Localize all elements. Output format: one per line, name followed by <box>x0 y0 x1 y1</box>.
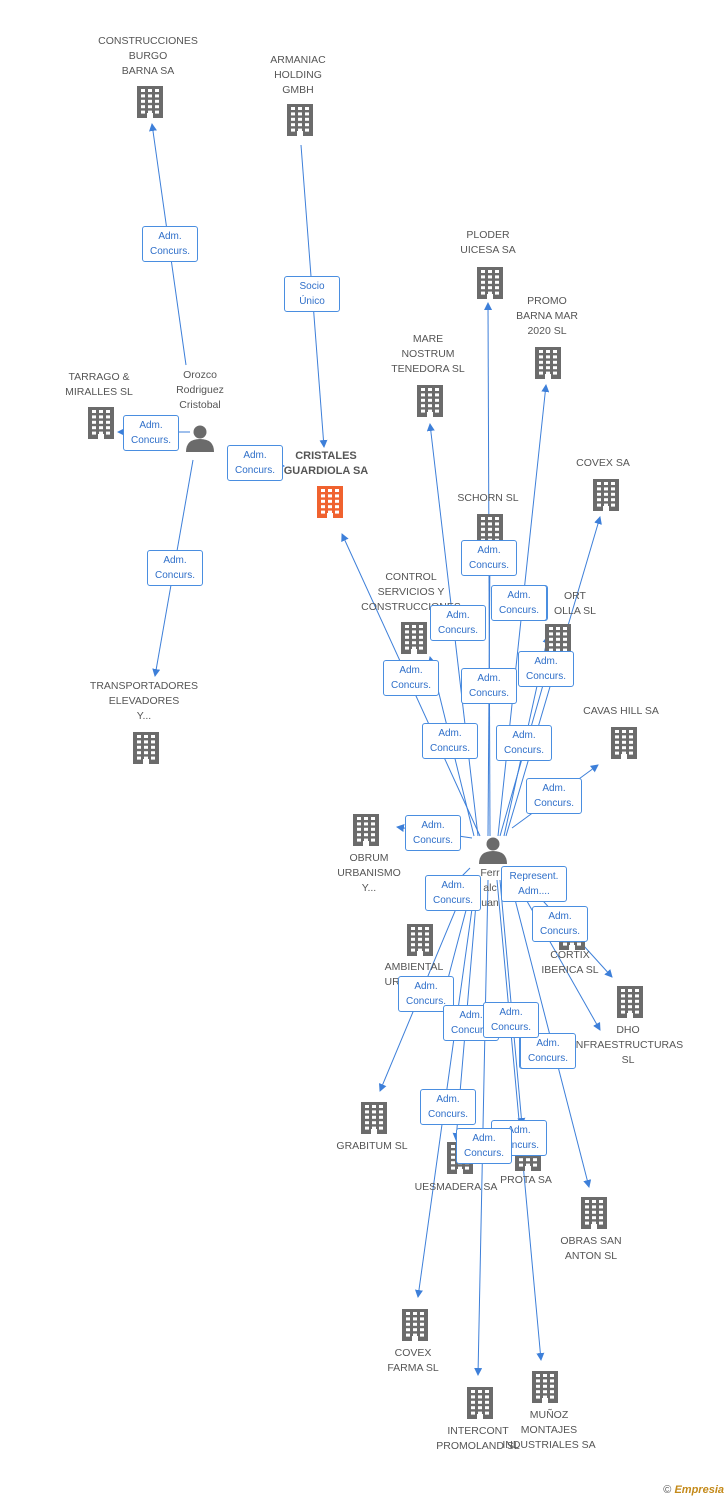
company-label-covex-farma[interactable]: COVEX FARMA SL <box>387 1347 439 1374</box>
person-label-orozco[interactable]: Orozco Rodriguez Cristobal <box>176 369 224 411</box>
relation-label-ferrer-to-cortix[interactable]: Represent. Adm.... <box>501 866 567 902</box>
relation-label-orozco-to-construcciones-burgo[interactable]: Adm. Concurs. <box>142 226 198 262</box>
relation-label-ferrer-to-obras-san-anton[interactable]: Adm. Concurs. <box>520 1033 576 1069</box>
company-label-intercont[interactable]: INTERCONT PROMOLAND SL <box>436 1425 520 1452</box>
relation-label-ferrer-to-uesmadera[interactable]: Adm. Concurs. <box>420 1089 476 1125</box>
edge-ferrer-to-dho <box>514 879 601 1031</box>
company-label-ploder[interactable]: PLODER UICESA SA <box>460 229 516 256</box>
building-icon-armaniac[interactable] <box>287 104 313 136</box>
company-label-construcciones-burgo[interactable]: CONSTRUCCIONES BURGO BARNA SA <box>98 35 198 77</box>
relation-label-ferrer-to-grabitum[interactable]: Adm. Concurs. <box>398 976 454 1012</box>
building-icon-ploder[interactable] <box>477 267 503 299</box>
relation-label-ferrer-to-cavas-hill[interactable]: Adm. Concurs. <box>526 778 582 814</box>
building-icon-control-servicios[interactable] <box>401 622 427 654</box>
company-label-prota[interactable]: PROTA SA <box>500 1174 552 1186</box>
company-label-obras-san-anton[interactable]: OBRAS SAN ANTON SL <box>560 1235 622 1262</box>
relation-label-ferrer-to-ploder[interactable]: Adm. Concurs. <box>461 540 517 576</box>
company-label-tarrago[interactable]: TARRAGO & MIRALLES SL <box>65 371 133 398</box>
relation-label-orozco-to-tarrago[interactable]: Adm. Concurs. <box>123 415 179 451</box>
relation-label-ferrer-to-ambiental[interactable]: Adm. Concurs. <box>425 875 481 911</box>
edge-ferrer-to-intercont <box>474 879 489 1376</box>
relation-label-armaniac-to-cristales[interactable]: Socio Único <box>284 276 340 312</box>
relation-label-orozco-to-cristales[interactable]: Adm. Concurs. <box>227 445 283 481</box>
relation-label-ferrer-to-ambiental[interactable]: Adm. Concurs. <box>532 906 588 942</box>
company-label-promo-barna[interactable]: PROMO BARNA MAR 2020 SL <box>516 295 578 337</box>
footer: © Empresia <box>663 1484 724 1496</box>
building-icon-obrum[interactable] <box>353 814 379 846</box>
company-label-dho[interactable]: DHO INFRAESTRUCTURAS SL <box>572 1024 684 1066</box>
company-label-cortix[interactable]: CORTIX IBERICA SL <box>541 949 599 976</box>
building-icon-grabitum[interactable] <box>361 1102 387 1134</box>
relation-label-ferrer-to-ort-olla[interactable]: Adm. Concurs. <box>491 585 547 621</box>
company-label-cristales[interactable]: CRISTALES GUARDIOLA SA <box>283 450 369 477</box>
company-label-ort-olla[interactable]: ORT OLLA SL <box>553 590 597 617</box>
relation-label-ferrer-to-obrum[interactable]: Adm. Concurs. <box>405 815 461 851</box>
building-icon-tarrago[interactable] <box>88 407 114 439</box>
building-icon-cavas-hill[interactable] <box>611 727 637 759</box>
company-label-covex[interactable]: COVEX SA <box>576 457 630 469</box>
company-label-armaniac[interactable]: ARMANIAC HOLDING GMBH <box>270 54 326 96</box>
person-icon-orozco[interactable] <box>186 425 214 453</box>
relation-label-ferrer-to-covex[interactable]: Adm. Concurs. <box>518 651 574 687</box>
building-icon-transportadores[interactable] <box>133 732 159 764</box>
company-label-obrum[interactable]: OBRUM URBANISMO Y... <box>337 852 401 894</box>
building-icon-covex-farma[interactable] <box>402 1309 428 1341</box>
building-icon-mare-nostrum[interactable] <box>417 385 443 417</box>
copyright-icon: © <box>663 1484 672 1496</box>
building-icon-dho[interactable] <box>617 986 643 1018</box>
building-icon-cristales[interactable] <box>317 486 343 518</box>
building-icon-obras-san-anton[interactable] <box>581 1197 607 1229</box>
company-label-mare-nostrum[interactable]: MARE NOSTRUM TENEDORA SL <box>391 333 465 375</box>
building-icon-promo-barna[interactable] <box>535 347 561 379</box>
company-label-uesmadera[interactable]: UESMADERA SA <box>414 1181 498 1193</box>
company-label-grabitum[interactable]: GRABITUM SL <box>336 1140 408 1152</box>
relation-label-ferrer-to-ort-olla[interactable]: Adm. Concurs. <box>496 725 552 761</box>
building-icon-munoz[interactable] <box>532 1371 558 1403</box>
relation-label-ferrer-to-schorn[interactable]: Adm. Concurs. <box>461 668 517 704</box>
building-icon-construcciones-burgo[interactable] <box>137 86 163 118</box>
relation-label-orozco-to-transportadores[interactable]: Adm. Concurs. <box>147 550 203 586</box>
company-label-schorn[interactable]: SCHORN SL <box>457 492 519 504</box>
company-label-munoz[interactable]: MUÑOZ MONTAJES INDUSTRIALES SA <box>502 1409 596 1451</box>
relation-label-ferrer-to-munoz[interactable]: Adm. Concurs. <box>483 1002 539 1038</box>
brand-logo[interactable]: Empresia <box>674 1484 724 1496</box>
relation-label-ferrer-to-intercont[interactable]: Adm. Concurs. <box>456 1128 512 1164</box>
relation-label-ferrer-to-mare-nostrum[interactable]: Adm. Concurs. <box>430 605 486 641</box>
company-label-transportadores[interactable]: TRANSPORTADORES ELEVADORES Y... <box>89 680 199 722</box>
person-label-ferrer[interactable]: Ferr alc uan <box>480 867 500 909</box>
relation-label-ferrer-to-cristales[interactable]: Adm. Concurs. <box>383 660 439 696</box>
edge-ferrer-to-covex-farma <box>415 879 477 1298</box>
person-icon-ferrer[interactable] <box>479 837 507 865</box>
building-icon-covex[interactable] <box>593 479 619 511</box>
company-label-cavas-hill[interactable]: CAVAS HILL SA <box>583 705 659 717</box>
building-icon-intercont[interactable] <box>467 1387 493 1419</box>
relation-label-ferrer-to-control-servicios[interactable]: Adm. Concurs. <box>422 723 478 759</box>
building-icon-ambiental[interactable] <box>407 924 433 956</box>
